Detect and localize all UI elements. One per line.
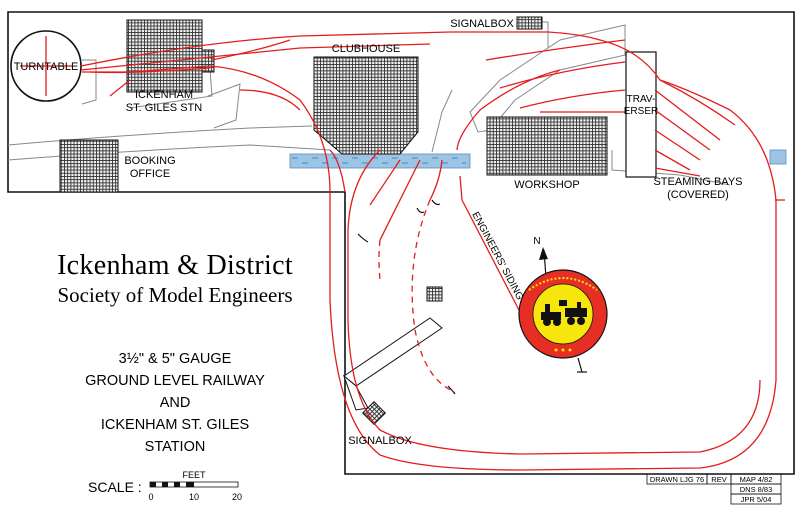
- scale-tick-20: 20: [232, 492, 242, 502]
- hut: [426, 286, 443, 302]
- inner-loop-dashed: [378, 199, 456, 393]
- turntable-label: TURNTABLE: [14, 61, 79, 73]
- clubhouse-building: [313, 56, 419, 155]
- revision-entry-2: DNS 8/83: [740, 485, 773, 494]
- workshop-building: [486, 116, 608, 176]
- workshop-label: WORKSHOP: [514, 179, 579, 191]
- scale-label: SCALE :: [88, 479, 142, 495]
- station-label-line2: ST. GILES STN: [126, 102, 202, 114]
- revision-rev: REV: [711, 475, 726, 484]
- signalbox-top-label: SIGNALBOX: [450, 18, 514, 30]
- traverser-label-line1: TRAV-: [627, 94, 656, 105]
- signalbox-bottom-building: [361, 400, 387, 426]
- scale-unit: FEET: [182, 470, 206, 480]
- booking-office-label-line1: BOOKING: [124, 155, 175, 167]
- revision-entry-3: JPR 5/04: [741, 495, 772, 504]
- signalbox-bottom-label: SIGNALBOX: [348, 435, 412, 447]
- locomotive-emblem-icon: [541, 300, 587, 326]
- scale-bar: SCALE : FEET 0 10 20: [88, 470, 242, 502]
- signalbox-platform: [343, 317, 443, 387]
- booking-office-building: [59, 139, 119, 193]
- steaming-bays-label-line2: (COVERED): [667, 189, 729, 201]
- revision-block: [646, 473, 782, 505]
- clubhouse-label: CLUBHOUSE: [332, 43, 400, 55]
- scale-tick-0: 0: [148, 492, 153, 502]
- traverser: [625, 51, 657, 178]
- revision-entry-1: MAP 4/82: [740, 475, 773, 484]
- society-badge: [518, 269, 608, 359]
- signalbox-top-building: [516, 16, 543, 30]
- steaming-bays-label-line1: STEAMING BAYS: [653, 176, 742, 188]
- traverser-label-line2: ERSER: [624, 106, 658, 117]
- scale-tick-10: 10: [189, 492, 199, 502]
- booking-office-label-line2: OFFICE: [130, 168, 170, 180]
- engineers-siding-label: ENGINEERS' SIDING: [469, 210, 525, 302]
- revision-drawn: DRAWN LJG 76: [650, 475, 704, 484]
- station-building: [126, 19, 203, 93]
- station-label-line1: ICKENHAM: [135, 89, 193, 101]
- buffer-stops: [357, 199, 456, 395]
- north-label: N: [533, 236, 540, 247]
- track-network: [20, 31, 785, 471]
